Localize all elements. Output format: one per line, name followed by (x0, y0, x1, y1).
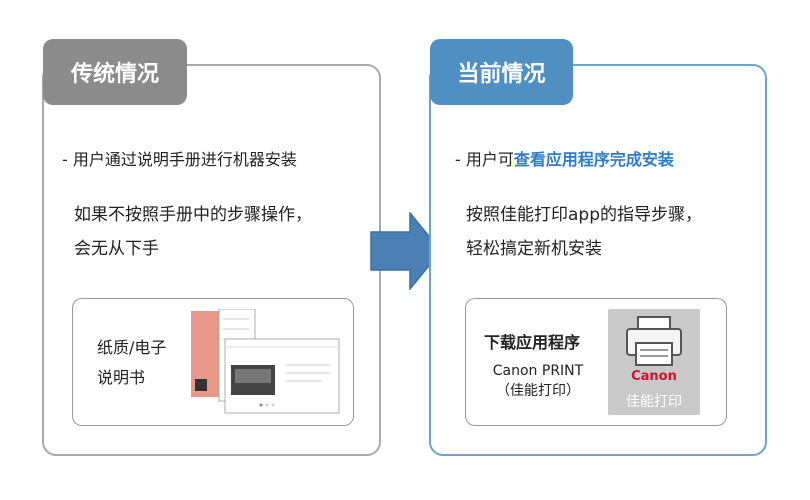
app-download-box: 下载应用程序 Canon PRINT （佳能打印） Canon 佳能打印 (465, 298, 727, 426)
traditional-title: 传统情况 (43, 39, 187, 105)
current-bullet-highlight: 查看应用程序完成安装 (513, 150, 674, 169)
canon-logo: Canon (631, 369, 677, 384)
traditional-description: 如果不按照手册中的步骤操作， 会无从下手 (74, 198, 312, 266)
download-title: 下载应用程序 (484, 333, 581, 352)
app-name: Canon PRINT (492, 363, 584, 379)
arrow-right-icon (370, 212, 442, 290)
manual-box: 纸质/电子 说明书 (72, 298, 354, 426)
manual-label-line2: 说明书 (97, 368, 146, 387)
current-bullet-prefix: - 用户可 (455, 150, 514, 169)
manual-label: 纸质/电子 说明书 (97, 333, 166, 393)
current-desc-line1: 按照佳能打印app的指导步骤， (466, 205, 702, 225)
app-name-block: Canon PRINT （佳能打印） (488, 361, 588, 401)
traditional-desc-line1: 如果不按照手册中的步骤操作， (74, 205, 312, 225)
traditional-bullet: - 用户通过说明手册进行机器安装 (62, 150, 297, 169)
current-bullet: - 用户可查看应用程序完成安装 (455, 146, 674, 170)
current-description: 按照佳能打印app的指导步骤， 轻松搞定新机安装 (466, 198, 702, 266)
traditional-desc-line2: 会无从下手 (74, 239, 159, 259)
app-icon-label: 佳能打印 (626, 394, 682, 410)
printer-icon (626, 316, 682, 366)
current-desc-line2: 轻松搞定新机安装 (466, 239, 602, 259)
manual-label-line1: 纸质/电子 (97, 338, 167, 357)
current-title: 当前情况 (430, 39, 573, 105)
app-name-cn: （佳能打印） (496, 383, 580, 399)
manual-thumbnail-icon (191, 309, 340, 414)
canon-print-app-icon[interactable]: Canon 佳能打印 (608, 309, 700, 415)
